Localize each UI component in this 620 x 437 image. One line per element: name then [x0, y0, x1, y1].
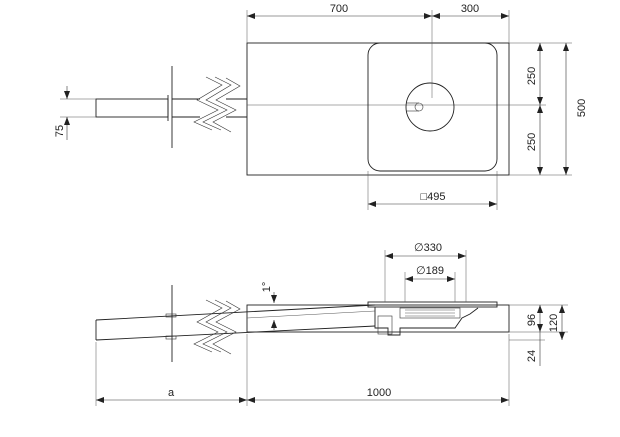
drain-body — [374, 307, 479, 336]
dim-label-250-bottom: 250 — [526, 133, 538, 151]
slab-top-outline — [246, 42, 510, 176]
channel-inner-edge — [246, 310, 376, 319]
dim-label-96: 96 — [526, 314, 538, 326]
drain-outlet — [377, 315, 393, 335]
drain-outer-ring — [405, 82, 455, 132]
dim-label-1000: 1000 — [367, 387, 391, 399]
break-symbol — [212, 300, 241, 355]
channel-top-edge — [95, 304, 376, 321]
dim-label-24: 24 — [526, 350, 538, 362]
dim-label-495: □495 — [421, 191, 446, 203]
dim-label-500: 500 — [576, 99, 588, 117]
break-symbol — [212, 77, 241, 133]
section-view: ∅330 ∅189 1° 96 120 24 a 1000 — [95, 242, 568, 406]
grate-panel — [367, 42, 498, 172]
dim-label-75: 75 — [54, 125, 66, 137]
wall-collar — [165, 313, 177, 318]
dim-label-189: ∅189 — [416, 265, 444, 277]
break-symbol — [193, 76, 223, 131]
break-symbol — [202, 299, 232, 353]
inlet-pipe — [95, 98, 169, 118]
channel-bottom-edge — [95, 325, 376, 341]
dim-label-a: a — [168, 387, 175, 399]
break-symbol — [202, 76, 232, 131]
dim-label-120: 120 — [548, 314, 560, 332]
dim-label-300: 300 — [461, 3, 479, 15]
top-view: 700 300 250 250 500 75 □495 — [54, 3, 588, 210]
break-symbol — [193, 299, 223, 353]
dim-label-700: 700 — [330, 3, 348, 15]
dim-label-slope: 1° — [261, 282, 273, 293]
dim-label-250-top: 250 — [526, 67, 538, 85]
drain-trap — [399, 307, 461, 319]
drain-frame — [367, 301, 498, 308]
dim-label-330: ∅330 — [414, 242, 442, 254]
wall-collar — [165, 335, 177, 340]
drain-inner-ring — [414, 102, 424, 112]
